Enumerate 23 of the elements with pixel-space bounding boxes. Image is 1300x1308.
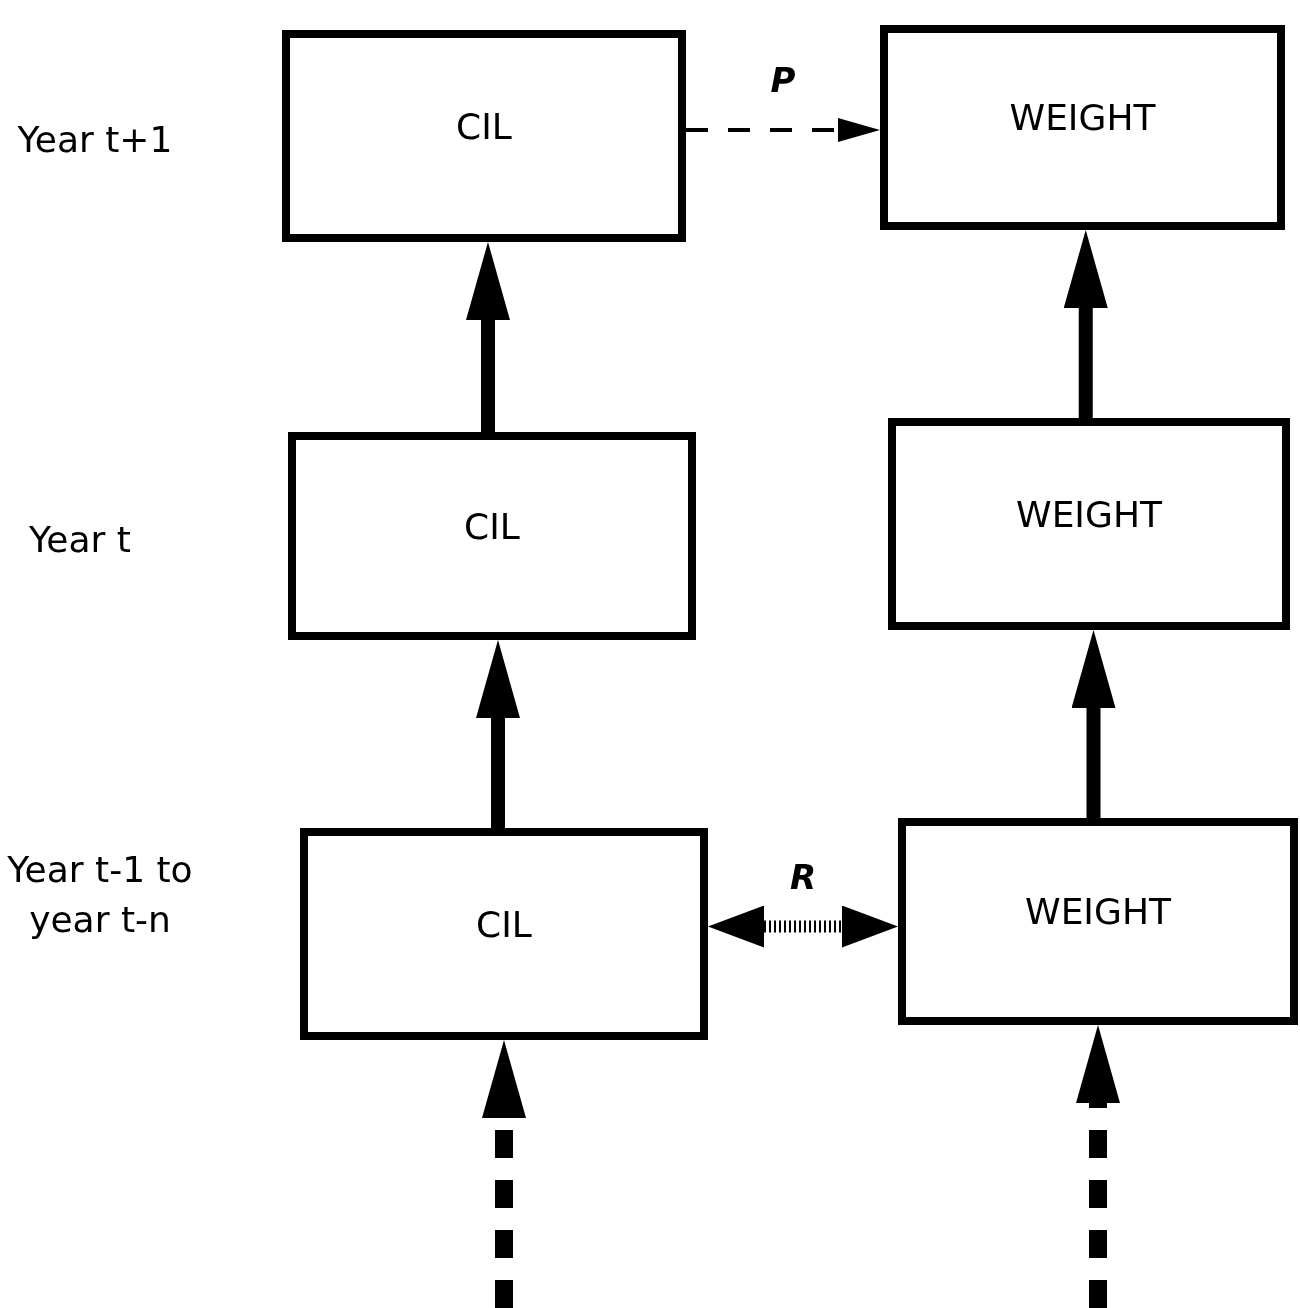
- arrow: [466, 242, 510, 432]
- row-label: Year t+1: [16, 118, 174, 162]
- row-label: Year t: [28, 518, 132, 562]
- arrow: [686, 118, 880, 142]
- process-box: [282, 30, 686, 242]
- process-box: [888, 418, 1290, 630]
- process-box: [898, 818, 1298, 1025]
- box-label: CIL: [464, 505, 520, 547]
- arrow: [1076, 1025, 1120, 1308]
- box-label: CIL: [476, 903, 532, 945]
- process-box: [880, 25, 1285, 230]
- arrow: [476, 640, 520, 828]
- row-label: Year t-1 to year t-n: [6, 848, 194, 942]
- box-label: WEIGHT: [1016, 493, 1162, 535]
- box-label: WEIGHT: [1025, 891, 1171, 932]
- arrow: [708, 905, 898, 948]
- process-box: [288, 432, 696, 640]
- arrow: [1063, 230, 1108, 418]
- arrow: [1071, 630, 1116, 818]
- process-box: [300, 828, 708, 1040]
- arrow: [482, 1040, 526, 1308]
- box-label: WEIGHT: [1009, 97, 1156, 138]
- box-label: CIL: [456, 105, 512, 147]
